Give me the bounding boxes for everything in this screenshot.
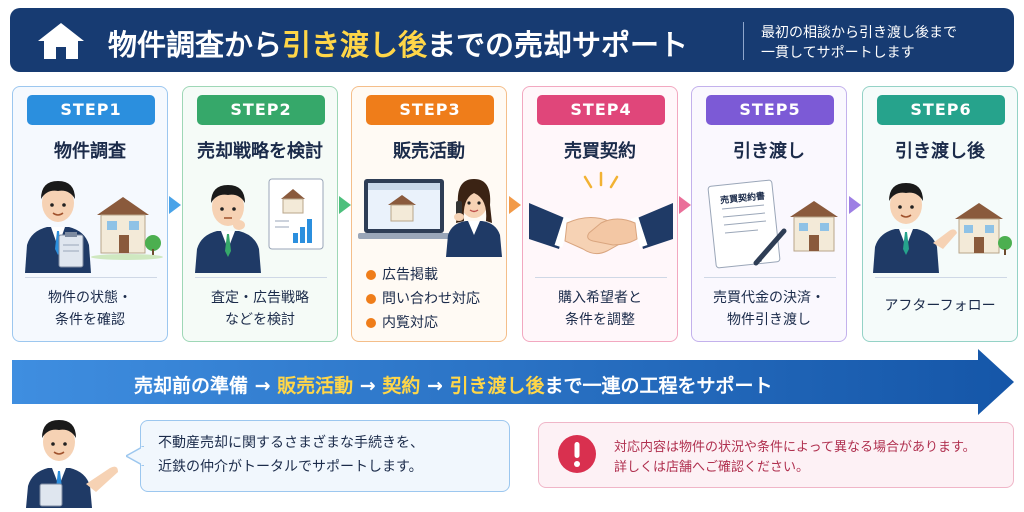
process-banner-text: 売却前の準備 → 販売活動 → 契約 → 引き渡し後まで一連の工程をサポート — [134, 375, 773, 397]
step-bullet-list: 広告掲載 問い合わせ対応 内覧対応 — [366, 263, 506, 335]
step-separator — [704, 277, 836, 278]
header-bar: 物件調査から引き渡し後までの売却サポート 最初の相談から引き渡し後まで 一貫して… — [10, 8, 1014, 72]
step-separator — [875, 277, 1007, 278]
step-separator — [195, 277, 327, 278]
agent-avatar — [26, 420, 118, 508]
step-separator — [25, 277, 157, 278]
chevron-right-icon — [509, 196, 521, 214]
bullet-dot-icon — [366, 294, 376, 304]
contract-document-illustration — [707, 179, 838, 269]
step-badge: STEP4 — [537, 95, 665, 125]
step-card-2: STEP2 売却戦略を検討 査定・広告戦略 などを検討 — [182, 86, 338, 342]
header-subtitle: 最初の相談から引き渡し後まで 一貫してサポートします — [761, 25, 957, 61]
step-badge: STEP6 — [877, 95, 1005, 125]
step-description: アフターフォロー — [884, 298, 996, 314]
step-badge: STEP3 — [366, 95, 494, 125]
step-separator — [535, 277, 667, 278]
list-item: 広告掲載 — [366, 263, 506, 287]
page-title: 物件調査から引き渡し後までの売却サポート — [108, 28, 689, 62]
step-description: 売買代金の決済・ 物件引き渡し — [713, 290, 825, 328]
step-description: 査定・広告戦略 などを検討 — [211, 290, 309, 328]
step-title: 売買契約 — [564, 141, 636, 162]
handshake-illustration — [529, 171, 673, 255]
step-description: 購入希望者と 条件を調整 — [558, 290, 642, 328]
bullet-dot-icon — [366, 270, 376, 280]
step-card-3: STEP3 販売活動 広告掲載 問い合わせ対応 内覧対応 — [351, 86, 507, 342]
speech-bubble-text: 不動産売却に関するさまざまな手続きを、 近鉄の仲介がトータルでサポートします。 — [158, 435, 424, 475]
step-badge: STEP2 — [197, 95, 325, 125]
step-title: 販売活動 — [393, 141, 465, 162]
home-icon — [38, 23, 84, 59]
chevron-right-icon — [339, 196, 351, 214]
step-title: 引き渡し後 — [895, 141, 985, 162]
notice-text: 対応内容は物件の状況や条件によって異なる場合があります。 詳しくは店舗へご確認く… — [614, 440, 976, 475]
agent-thinking-with-report-illustration — [195, 178, 324, 273]
step-description: 物件の状態・ 条件を確認 — [48, 290, 132, 328]
header-divider — [743, 22, 744, 60]
step-card-5: STEP5 引き渡し 売買契約書 売買代金の決済・ 物件引き渡し — [691, 86, 847, 342]
step-title: 引き渡し — [733, 141, 805, 162]
step-card-6: STEP6 引き渡し後 アフターフォロー — [862, 86, 1018, 342]
process-banner-arrow — [12, 349, 1014, 415]
list-item: 内覧対応 — [366, 311, 506, 335]
speech-bubble-tail — [126, 446, 144, 466]
notice-box — [538, 422, 1014, 488]
agent-gesturing-illustration — [873, 183, 1012, 273]
chevron-right-icon — [169, 196, 181, 214]
step-title: 売却戦略を検討 — [197, 141, 323, 162]
laptop-and-agent-on-phone-illustration — [358, 179, 502, 257]
list-item: 問い合わせ対応 — [366, 287, 506, 311]
exclamation-icon — [558, 435, 596, 473]
chevron-right-icon — [849, 196, 861, 214]
step-title: 物件調査 — [54, 141, 126, 162]
agent-with-clipboard-illustration — [25, 181, 163, 273]
step-card-1: STEP1 物件調査 物件の状態・ 条件を確認 — [12, 86, 168, 342]
bullet-dot-icon — [366, 318, 376, 328]
step-badge: STEP5 — [706, 95, 834, 125]
chevron-right-icon — [679, 196, 691, 214]
step-card-4: STEP4 売買契約 購入希望者と 条件を調整 — [522, 86, 678, 342]
step-badge: STEP1 — [27, 95, 155, 125]
